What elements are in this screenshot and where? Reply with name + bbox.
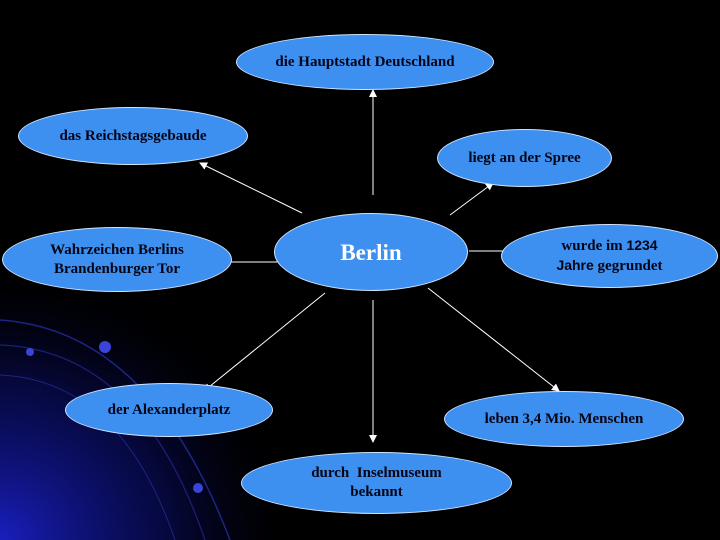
edge-reichstag [199, 162, 303, 214]
node-wahrzeichen-text: Wahrzeichen Berlins Brandenburger Tor [50, 241, 184, 279]
gegrundet-line2-b: gegrundet [593, 258, 663, 274]
node-center-berlin: Berlin [274, 213, 468, 291]
node-alexanderplatz-label: der Alexanderplatz [107, 401, 231, 418]
node-inselmuseum-text: durch Inselmuseum bekannt [311, 464, 442, 502]
node-gegrundet-line1: wurde im 1234 [556, 236, 662, 256]
edge-menschen [427, 287, 560, 392]
node-alexanderplatz: der Alexanderplatz [65, 383, 273, 437]
edge-spree [449, 182, 494, 216]
decor-arc-1 [0, 319, 231, 540]
node-menschen-label: leben 3,4 Mio. Menschen [484, 410, 644, 427]
decor-dot-1 [26, 348, 34, 356]
node-hauptstadt-label: die Hauptstadt Deutschland [275, 53, 455, 70]
node-hauptstadt: die Hauptstadt Deutschland [236, 34, 494, 90]
gegrundet-line1-a: wurde im [561, 238, 627, 254]
node-wahrzeichen-line1: Wahrzeichen Berlins [50, 241, 184, 258]
decor-dot-4 [193, 483, 203, 493]
node-gegrundet-line2: Jahre gegrundet [556, 256, 662, 276]
node-inselmuseum: durch Inselmuseum bekannt [241, 452, 512, 514]
node-wahrzeichen-line2: Brandenburger Tor [54, 260, 180, 277]
edge-alexanderplatz [203, 292, 326, 392]
node-spree-label: liegt an der Spree [468, 149, 581, 166]
decor-dot-2 [99, 341, 111, 353]
node-gegrundet: wurde im 1234 Jahre gegrundet [501, 224, 718, 288]
node-inselmuseum-line2: bekannt [350, 484, 403, 500]
node-wahrzeichen: Wahrzeichen Berlins Brandenburger Tor [2, 227, 232, 292]
node-menschen: leben 3,4 Mio. Menschen [444, 391, 684, 447]
gegrundet-line1-b: 1234 [626, 237, 658, 253]
center-label: Berlin [340, 239, 402, 265]
node-gegrundet-text: wurde im 1234 Jahre gegrundet [556, 236, 662, 276]
node-spree: liegt an der Spree [437, 129, 612, 187]
gegrundet-line2-a: Jahre [556, 257, 594, 273]
node-reichstag-label: das Reichstagsgebaude [59, 127, 207, 144]
node-reichstag: das Reichstagsgebaude [18, 107, 248, 165]
node-inselmuseum-line1: durch Inselmuseum [311, 465, 442, 481]
